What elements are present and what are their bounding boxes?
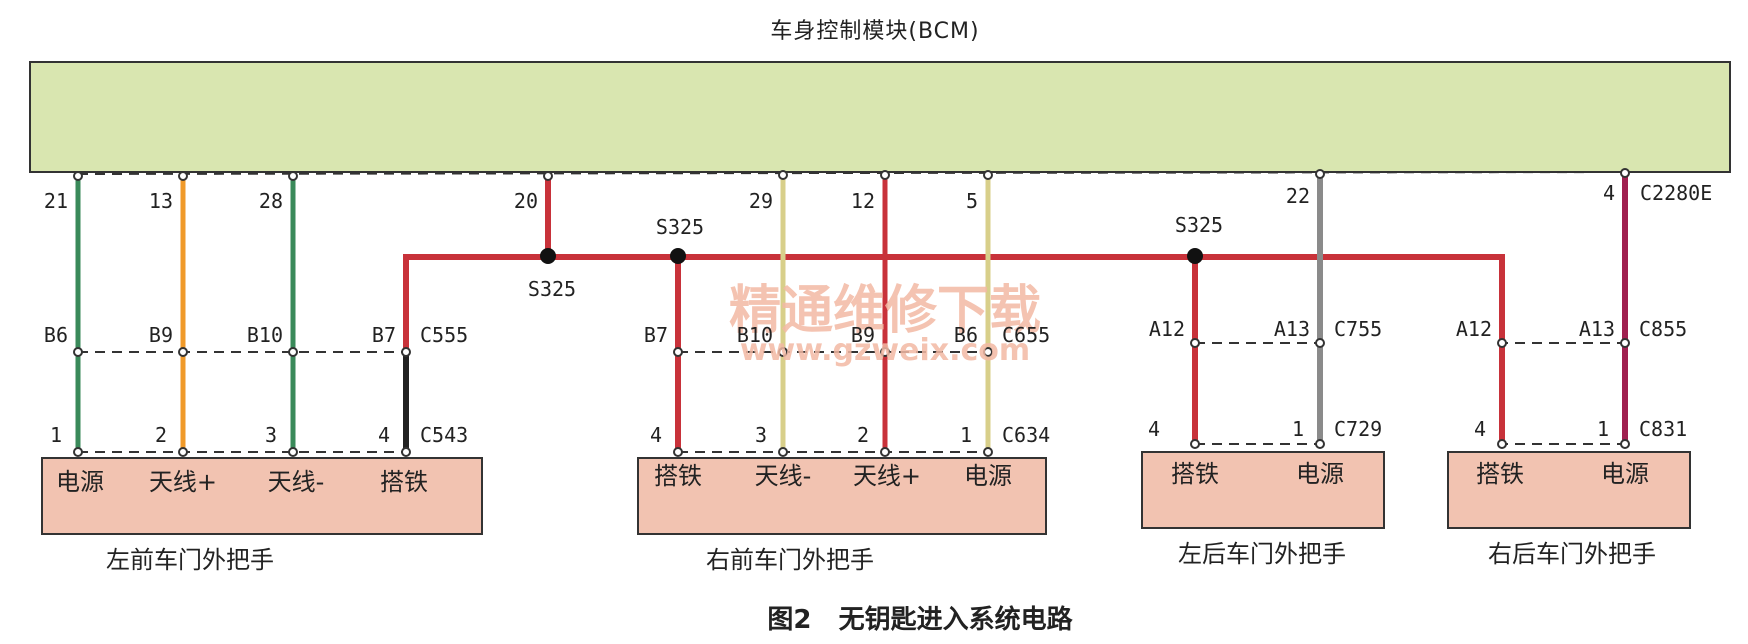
svg-text:搭铁: 搭铁 — [1476, 460, 1524, 488]
svg-text:C755: C755 — [1334, 317, 1382, 341]
svg-text:右前车门外把手: 右前车门外把手 — [706, 546, 874, 574]
svg-text:1: 1 — [50, 423, 62, 447]
svg-text:3: 3 — [755, 423, 767, 447]
svg-text:天线-: 天线- — [755, 462, 812, 490]
svg-text:C634: C634 — [1002, 423, 1050, 447]
svg-text:C555: C555 — [420, 323, 468, 347]
svg-text:2: 2 — [155, 423, 167, 447]
svg-text:28: 28 — [259, 189, 283, 213]
svg-text:S325: S325 — [1175, 213, 1223, 237]
svg-text:4: 4 — [1603, 181, 1615, 205]
svg-text:C655: C655 — [1002, 323, 1050, 347]
svg-text:A12: A12 — [1456, 317, 1492, 341]
svg-text:电源: 电源 — [1601, 460, 1649, 488]
svg-text:电源: 电源 — [964, 462, 1012, 490]
svg-text:A12: A12 — [1149, 317, 1185, 341]
svg-text:天线-: 天线- — [268, 468, 325, 496]
svg-text:C831: C831 — [1639, 417, 1687, 441]
svg-text:20: 20 — [514, 189, 538, 213]
bcm-pin-labels: 21 13 28 20 29 12 5 22 4 C2280E — [44, 181, 1712, 213]
svg-text:电源: 电源 — [56, 468, 104, 496]
svg-text:29: 29 — [749, 189, 773, 213]
inline-connector-labels: B6 B9 B10 B7 C555 B7 B10 B9 B6 C655 A12 … — [44, 317, 1687, 347]
lf-handle-box — [41, 457, 483, 535]
svg-text:S325: S325 — [528, 277, 576, 301]
svg-text:4: 4 — [1474, 417, 1486, 441]
pin-markers — [73, 168, 1630, 457]
svg-text:B9: B9 — [149, 323, 173, 347]
svg-text:电源: 电源 — [1296, 460, 1344, 488]
svg-text:右后车门外把手: 右后车门外把手 — [1488, 540, 1656, 568]
svg-text:13: 13 — [149, 189, 173, 213]
handle-pin-labels: 1 2 3 4 C543 4 3 2 1 C634 4 1 C729 4 1 C… — [50, 417, 1687, 447]
svg-text:搭铁: 搭铁 — [654, 462, 702, 490]
svg-text:C543: C543 — [420, 423, 468, 447]
rf-handle-box — [637, 457, 1047, 535]
svg-text:B6: B6 — [954, 323, 978, 347]
svg-text:12: 12 — [851, 189, 875, 213]
svg-text:S325: S325 — [656, 215, 704, 239]
splice-labels: S325 S325 S325 — [528, 213, 1223, 301]
figure-caption: 图2 无钥匙进入系统电路 — [767, 604, 1073, 635]
svg-text:4: 4 — [378, 423, 390, 447]
svg-text:C855: C855 — [1639, 317, 1687, 341]
svg-text:B7: B7 — [644, 323, 668, 347]
svg-text:A13: A13 — [1274, 317, 1310, 341]
svg-text:左后车门外把手: 左后车门外把手 — [1178, 540, 1346, 568]
lr-handle-box — [1141, 451, 1385, 529]
svg-text:天线+: 天线+ — [149, 468, 217, 496]
wires — [75, 172, 1628, 450]
svg-text:搭铁: 搭铁 — [380, 468, 428, 496]
bcm-title: 车身控制模块(BCM) — [770, 19, 979, 44]
splice-dots — [540, 248, 1203, 264]
svg-text:C2280E: C2280E — [1640, 181, 1712, 205]
watermark-text: 精通维修下载 — [729, 281, 1041, 341]
svg-text:3: 3 — [265, 423, 277, 447]
handle-boxes — [41, 451, 1691, 535]
svg-text:1: 1 — [960, 423, 972, 447]
handle-names: 左前车门外把手 右前车门外把手 左后车门外把手 右后车门外把手 — [106, 540, 1656, 574]
svg-text:2: 2 — [857, 423, 869, 447]
svg-text:左前车门外把手: 左前车门外把手 — [106, 546, 274, 574]
svg-text:搭铁: 搭铁 — [1171, 460, 1219, 488]
svg-text:A13: A13 — [1579, 317, 1615, 341]
rr-handle-box — [1447, 451, 1691, 529]
svg-text:B9: B9 — [851, 323, 875, 347]
svg-text:C729: C729 — [1334, 417, 1382, 441]
svg-text:22: 22 — [1286, 184, 1310, 208]
watermark-url: www.gzweix.com — [740, 333, 1030, 368]
bcm-module — [29, 61, 1731, 173]
svg-text:21: 21 — [44, 189, 68, 213]
handle-terminal-labels: 电源 天线+ 天线- 搭铁 搭铁 天线- 天线+ 电源 搭铁 电源 搭铁 电源 — [56, 460, 1649, 496]
svg-text:4: 4 — [650, 423, 662, 447]
svg-text:B6: B6 — [44, 323, 68, 347]
svg-text:4: 4 — [1148, 417, 1160, 441]
svg-text:天线+: 天线+ — [853, 462, 921, 490]
svg-text:B10: B10 — [247, 323, 283, 347]
svg-text:1: 1 — [1292, 417, 1304, 441]
svg-text:1: 1 — [1597, 417, 1609, 441]
connector-dashes — [77, 171, 1636, 453]
ground-bus-wire — [403, 254, 1505, 352]
svg-text:5: 5 — [966, 189, 978, 213]
svg-text:B10: B10 — [737, 323, 773, 347]
svg-text:B7: B7 — [372, 323, 396, 347]
